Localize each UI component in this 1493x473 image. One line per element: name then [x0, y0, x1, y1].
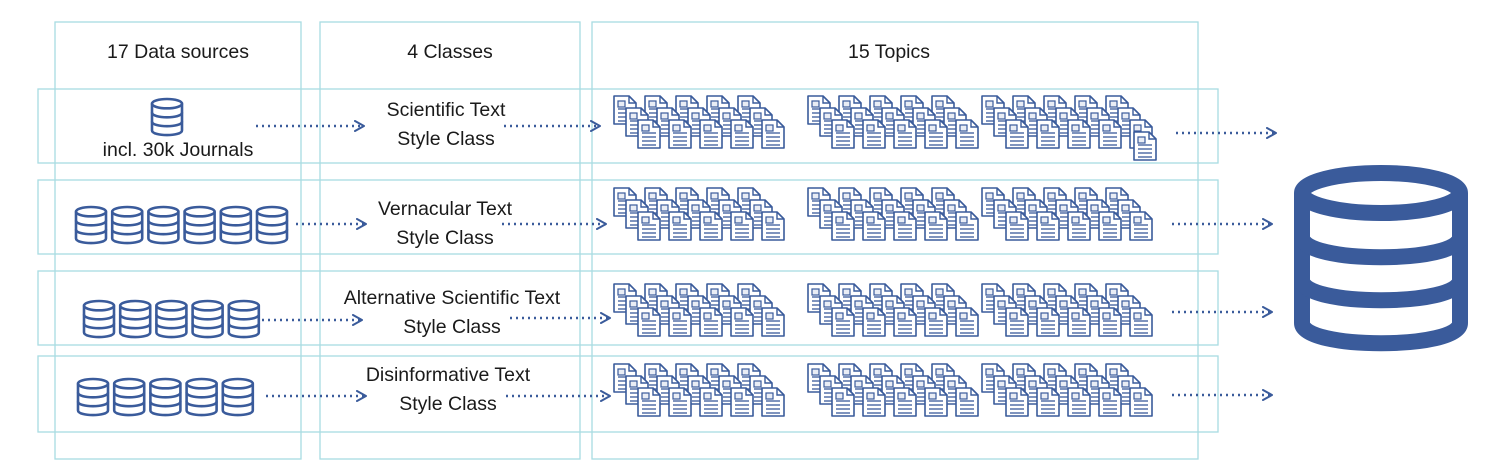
- document-stack-icon: [613, 95, 785, 149]
- class-label-line2: Style Class: [396, 227, 494, 249]
- header-topics: 15 Topics: [847, 41, 931, 63]
- database-icon: [74, 205, 108, 245]
- output-database-icon: [1294, 165, 1468, 352]
- source-icons-layer: [74, 97, 289, 417]
- header-classes: 4 Classes: [407, 41, 493, 63]
- class-label: Vernacular Text Style Class: [320, 195, 570, 253]
- database-icon: [149, 377, 182, 417]
- topics-column-frame: [591, 21, 1199, 460]
- document-stack-icon: [807, 95, 979, 149]
- database-icon: [183, 205, 216, 245]
- database-icon: [110, 205, 144, 245]
- database-icon: [150, 97, 184, 137]
- class-label-line1: Disinformative Text: [365, 364, 531, 386]
- classes-column-frame: [319, 21, 581, 460]
- class-label: Scientific Text Style Class: [320, 96, 572, 154]
- document-stack-icon: [807, 187, 979, 241]
- row-frame: [37, 270, 1219, 346]
- class-label: Disinformative Text Style Class: [320, 361, 576, 419]
- database-icon: [221, 377, 255, 417]
- document-stack-icon: [807, 283, 979, 337]
- row-frame: [37, 355, 1219, 433]
- document-stack-icon: [981, 363, 1153, 417]
- database-icon: [191, 299, 224, 339]
- header-data-sources: 17 Data sources: [107, 41, 249, 63]
- row-frame: [37, 179, 1219, 255]
- database-icon: [219, 205, 253, 245]
- class-label-line2: Style Class: [403, 316, 501, 338]
- document-stack-icon: [613, 363, 785, 417]
- document-stack-icon: [981, 187, 1153, 241]
- database-icon: [255, 205, 289, 245]
- database-icon: [82, 299, 116, 339]
- database-icon: [185, 377, 218, 417]
- class-label-line1: Vernacular Text: [377, 198, 513, 220]
- class-label-line1: Scientific Text: [386, 99, 506, 121]
- document-stack-icon: [981, 283, 1153, 337]
- database-icon: [227, 299, 261, 339]
- document-stack-icon: [807, 363, 979, 417]
- class-label: Alternative Scientific Text Style Class: [320, 284, 584, 342]
- database-icon: [112, 377, 146, 417]
- document-stack-icon: [981, 95, 1157, 161]
- topic-icons-layer: [613, 95, 1157, 417]
- document-stack-icon: [613, 187, 785, 241]
- sources-column-frame: [54, 21, 302, 460]
- database-icon: [118, 299, 152, 339]
- database-icon: [147, 205, 180, 245]
- class-label-line1: Alternative Scientific Text: [343, 287, 561, 309]
- class-label-line2: Style Class: [399, 393, 497, 415]
- source-note: incl. 30k Journals: [102, 139, 254, 161]
- class-label-line2: Style Class: [397, 128, 495, 150]
- database-icon: [155, 299, 188, 339]
- database-icon: [76, 377, 110, 417]
- row-frame: [37, 88, 1219, 164]
- document-stack-icon: [613, 283, 785, 337]
